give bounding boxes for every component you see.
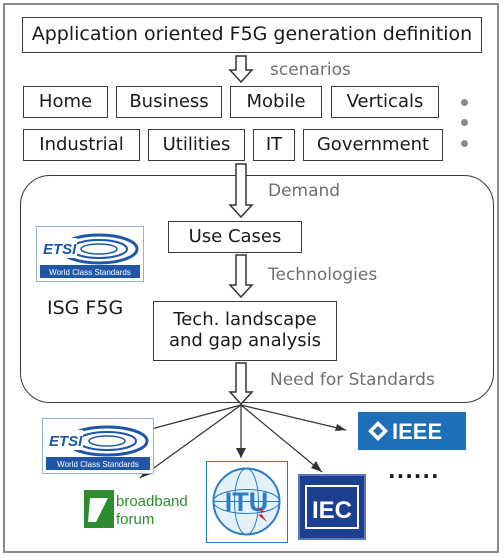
iec-logo: IEC [298, 474, 366, 540]
itu-emblem-icon: ITU [212, 467, 281, 536]
scenario-business: Business [116, 86, 222, 118]
broadband-forum-emblem-icon: broadband forum [84, 490, 188, 528]
label-need-for-standards: Need for Standards [270, 370, 435, 390]
header-box: Application oriented F5G generation defi… [22, 17, 482, 53]
link-to-ieee [240, 404, 347, 431]
broadband-text: broadband [116, 493, 188, 510]
iec-logo-text: IEC [312, 497, 352, 524]
etsi-logo-isg: ETSI World Class Standards [36, 226, 144, 282]
ieee-emblem-icon: IEEE [368, 419, 442, 444]
broadband-forum-logo: broadband forum [82, 486, 200, 532]
more-dot-1 [461, 99, 468, 106]
label-demand: Demand [268, 181, 341, 201]
down-arrow-need [228, 362, 254, 406]
etsi-logo-text: ETSI [49, 433, 83, 450]
label-scenarios: scenarios [270, 60, 351, 80]
scenario-it: IT [253, 129, 295, 161]
arrowhead-itu [236, 448, 246, 458]
scenario-mobile: Mobile [230, 86, 322, 118]
down-arrow-technologies [228, 254, 254, 299]
down-arrow-demand [228, 163, 254, 219]
link-to-iec [240, 404, 323, 473]
arrowhead-ieee [335, 424, 346, 431]
isg-panel [20, 175, 494, 403]
iec-emblem-icon: IEC [305, 485, 359, 529]
scenario-utilities: Utilities [148, 129, 245, 161]
outer-frame [3, 3, 499, 553]
use-cases-box: Use Cases [168, 221, 302, 253]
label-technologies: Technologies [268, 265, 378, 285]
more-dot-2 [461, 119, 468, 126]
etsi-emblem-icon: ETSI World Class Standards [46, 425, 150, 470]
forum-text: forum [116, 511, 154, 528]
ieee-logo: IEEE [358, 412, 466, 450]
scenario-industrial: Industrial [23, 129, 140, 161]
link-to-broadband [139, 404, 242, 479]
more-dot-3 [461, 140, 468, 147]
scenario-home: Home [23, 86, 108, 118]
itu-logo: ITU [206, 461, 288, 543]
down-arrow-header [228, 55, 254, 84]
scenario-government: Government [303, 129, 443, 161]
gap-analysis-box: Tech. landscape and gap analysis [153, 301, 337, 361]
link-to-etsi [139, 404, 242, 433]
scenario-verticals: Verticals [331, 86, 439, 118]
label-isg-f5g: ISG F5G [47, 297, 124, 319]
ieee-logo-text: IEEE [392, 419, 442, 444]
etsi-emblem-icon: ETSI World Class Standards [40, 233, 140, 278]
gap-analysis-line1: Tech. landscape [173, 309, 317, 331]
more-standards-ellipsis: ...... [388, 459, 440, 483]
etsi-tagline: World Class Standards [49, 268, 131, 277]
etsi-logo-text: ETSI [43, 241, 77, 258]
etsi-tagline: World Class Standards [57, 460, 139, 469]
arrowhead-iec [311, 461, 322, 472]
gap-analysis-line2: and gap analysis [168, 330, 322, 351]
etsi-logo-bottom: ETSI World Class Standards [42, 418, 154, 474]
